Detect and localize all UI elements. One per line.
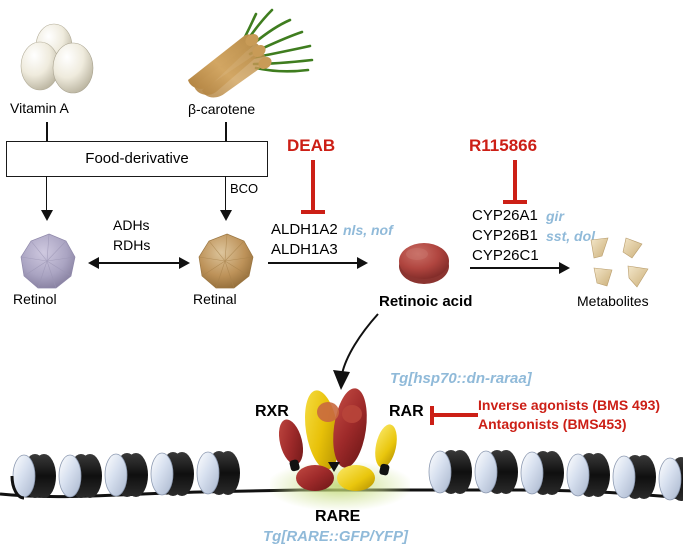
vitamin-a-label: Vitamin A xyxy=(10,100,69,116)
deab-label: DEAB xyxy=(287,136,336,155)
rar-label: RAR xyxy=(389,403,424,420)
retinoic-acid-label: Retinoic acid xyxy=(379,293,473,310)
retinol-arrow xyxy=(45,176,48,220)
metabolites-label: Metabolites xyxy=(577,293,649,309)
aldh1a3-label: ALDH1A3 xyxy=(271,241,338,258)
aldh-genes-label: nls, nof xyxy=(343,222,393,238)
rdhs-label: RDHs xyxy=(113,237,151,253)
vitamin-a-stem xyxy=(46,122,48,142)
r115866-label: R115866 xyxy=(469,136,538,155)
beta-carotene-label: β-carotene xyxy=(188,101,256,117)
rare-label: RARE xyxy=(315,508,361,525)
deab-inhibition-line xyxy=(311,160,315,212)
retinoic-acid-to-receptor-arrow xyxy=(320,312,430,394)
retinol-molecule-icon xyxy=(18,232,80,292)
cyp26b1-genes-label: sst, dol xyxy=(546,228,596,244)
transgene-rare-gfp-label: Tg[RARE::GFP/YFP] xyxy=(263,528,408,545)
retinal-molecule-icon xyxy=(196,232,258,292)
cyp-reaction-arrow xyxy=(470,263,568,273)
cyp26a1-genes-label: gir xyxy=(546,208,564,224)
metabolite-fragments-icon xyxy=(588,236,660,294)
retinal-arrow xyxy=(224,176,227,220)
food-derivative-box: Food-derivative xyxy=(6,141,268,177)
receptor-inhibition-bar xyxy=(430,406,434,425)
rxr-rar-receptor-complex xyxy=(276,386,406,498)
carrot-icon xyxy=(180,6,320,98)
retinoic-acid-molecule-icon xyxy=(396,239,452,287)
retinol-label: Retinol xyxy=(13,291,57,307)
beta-carotene-stem xyxy=(225,122,227,142)
aldh-reaction-arrow xyxy=(268,258,366,268)
aldh1a2-label: ALDH1A2 xyxy=(271,221,338,238)
cyp26b1-label: CYP26B1 xyxy=(472,227,538,244)
cyp26c1-label: CYP26C1 xyxy=(472,247,539,264)
inverse-agonists-label: Inverse agonists (BMS 493) xyxy=(478,397,661,413)
retinal-label: Retinal xyxy=(193,291,237,307)
adh-rdh-double-arrow xyxy=(90,258,188,268)
receptor-inhibition-line xyxy=(432,413,478,417)
r115866-inhibition-line xyxy=(513,160,517,202)
r115866-inhibition-bar xyxy=(503,200,527,204)
dna-chromatin-strand xyxy=(0,428,683,512)
adhs-label: ADHs xyxy=(113,217,150,233)
food-derivative-label: Food-derivative xyxy=(85,149,189,167)
eggs-icon xyxy=(18,22,110,94)
transgene-hsp70-label: Tg[hsp70::dn-raraa] xyxy=(390,370,532,387)
deab-inhibition-bar xyxy=(301,210,325,214)
cyp26a1-label: CYP26A1 xyxy=(472,207,538,224)
bco-label: BCO xyxy=(230,181,259,196)
antagonists-label: Antagonists (BMS453) xyxy=(478,416,627,432)
rxr-label: RXR xyxy=(255,403,289,420)
